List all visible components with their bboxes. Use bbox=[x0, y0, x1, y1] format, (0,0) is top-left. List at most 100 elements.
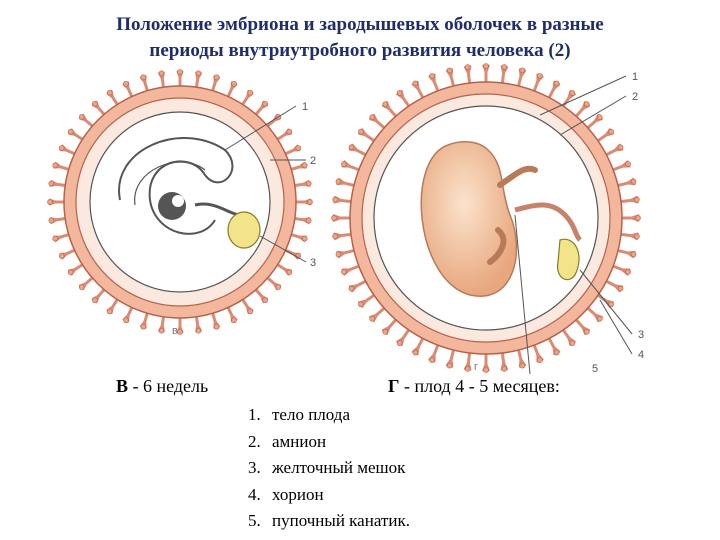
legend-item: 2.амнион bbox=[248, 431, 327, 451]
villus bbox=[333, 232, 355, 238]
villus-tip bbox=[625, 161, 631, 167]
villus bbox=[448, 346, 456, 368]
villus-tip bbox=[301, 235, 308, 242]
villus-tip bbox=[396, 90, 403, 96]
villus bbox=[333, 198, 355, 204]
villus-tip bbox=[348, 285, 355, 292]
villus-tip bbox=[123, 80, 129, 87]
villus bbox=[383, 316, 399, 334]
villus-tip bbox=[67, 128, 74, 135]
callout-right-3: 3 bbox=[638, 329, 644, 341]
callout-left-1: 1 bbox=[302, 101, 308, 113]
caption-right-letter: Г bbox=[388, 376, 400, 396]
villus-tip bbox=[635, 215, 641, 221]
villus-tip bbox=[553, 349, 560, 356]
villus-tip bbox=[158, 327, 165, 334]
villus bbox=[413, 335, 426, 355]
villus-tip bbox=[123, 317, 129, 324]
villus-tip bbox=[231, 317, 237, 324]
title-line-2: периоды внутриутробного развития человек… bbox=[149, 40, 571, 61]
villus-tip bbox=[382, 328, 389, 335]
villus-tip bbox=[630, 251, 637, 258]
villus bbox=[614, 248, 636, 256]
villus bbox=[398, 91, 412, 110]
villus-tip bbox=[369, 114, 376, 121]
villus-tip bbox=[348, 144, 355, 151]
villus-tip bbox=[501, 366, 508, 372]
villus bbox=[342, 162, 363, 172]
villus-tip bbox=[483, 63, 489, 69]
villus-tip bbox=[286, 128, 293, 135]
villus-tip bbox=[78, 114, 85, 120]
villus-tip bbox=[305, 180, 312, 187]
caption-left-text: - 6 недель bbox=[128, 376, 209, 396]
villus-tip bbox=[158, 70, 165, 77]
villus-tip bbox=[464, 64, 471, 70]
panel-mark-right: г bbox=[474, 361, 478, 373]
callout-right-2: 2 bbox=[632, 91, 638, 103]
villus-tip bbox=[553, 80, 560, 87]
villus-tip bbox=[52, 162, 59, 169]
caption-left-letter: В bbox=[116, 376, 129, 396]
villus bbox=[573, 316, 589, 334]
villus-tip bbox=[537, 73, 543, 79]
villus-tip bbox=[213, 74, 220, 81]
callout-left-3: 3 bbox=[310, 257, 316, 269]
slide-title: Положение эмбриона и зародышевых оболоче… bbox=[20, 12, 700, 64]
yolk-sac-right bbox=[556, 238, 580, 281]
villus-tip bbox=[617, 285, 624, 292]
callout-right-4: 4 bbox=[638, 349, 644, 361]
villus-tip bbox=[286, 269, 293, 276]
villus-tip bbox=[331, 215, 337, 221]
legend-item: 5.пупочный канатик. bbox=[248, 511, 410, 530]
villus-tip bbox=[58, 253, 65, 259]
villus-tip bbox=[382, 101, 389, 108]
villus-tip bbox=[92, 100, 98, 107]
villus-tip bbox=[341, 161, 347, 167]
villus bbox=[560, 91, 574, 110]
callout-left-2: 2 bbox=[310, 155, 316, 167]
villus bbox=[448, 68, 456, 90]
villus-tip bbox=[140, 74, 147, 81]
villus-tip bbox=[177, 329, 183, 335]
villus bbox=[546, 81, 559, 101]
villus-tip bbox=[213, 323, 220, 330]
villus-tip bbox=[396, 340, 403, 346]
villus-tip bbox=[52, 235, 59, 242]
villus-tip bbox=[335, 178, 342, 185]
villus-tip bbox=[483, 367, 489, 373]
villus bbox=[573, 102, 589, 120]
villus-tip bbox=[596, 114, 603, 121]
villus-tip bbox=[341, 269, 347, 275]
villus-tip bbox=[106, 89, 113, 96]
villus-tip bbox=[625, 269, 631, 275]
caption-right: Г - плод 4 - 5 месяцев: bbox=[388, 376, 560, 397]
villus bbox=[584, 305, 602, 321]
villus bbox=[617, 232, 639, 238]
chorion-villi-right bbox=[331, 63, 641, 373]
villus-tip bbox=[369, 315, 376, 322]
villus-tip bbox=[596, 315, 603, 322]
villus-tip bbox=[247, 89, 254, 96]
villus-tip bbox=[429, 73, 435, 79]
villus-tip bbox=[464, 366, 471, 372]
villus bbox=[430, 341, 440, 362]
fetus-arm bbox=[497, 165, 538, 188]
villus-tip bbox=[231, 80, 237, 87]
villus bbox=[466, 349, 472, 371]
villus bbox=[603, 278, 623, 291]
villus bbox=[342, 264, 363, 274]
villus-tip bbox=[262, 100, 268, 107]
villus bbox=[370, 115, 388, 131]
villus-tip bbox=[48, 180, 55, 187]
villus bbox=[546, 335, 559, 355]
villus bbox=[359, 130, 378, 144]
villus-tip bbox=[608, 301, 614, 308]
yolk-sac-left bbox=[227, 211, 261, 249]
villus-tip bbox=[446, 362, 453, 369]
villus-tip bbox=[537, 357, 543, 363]
umbilical-cord-right bbox=[514, 202, 582, 242]
villus-tip bbox=[519, 67, 526, 74]
villus-tip bbox=[247, 308, 254, 315]
villus bbox=[359, 292, 378, 306]
